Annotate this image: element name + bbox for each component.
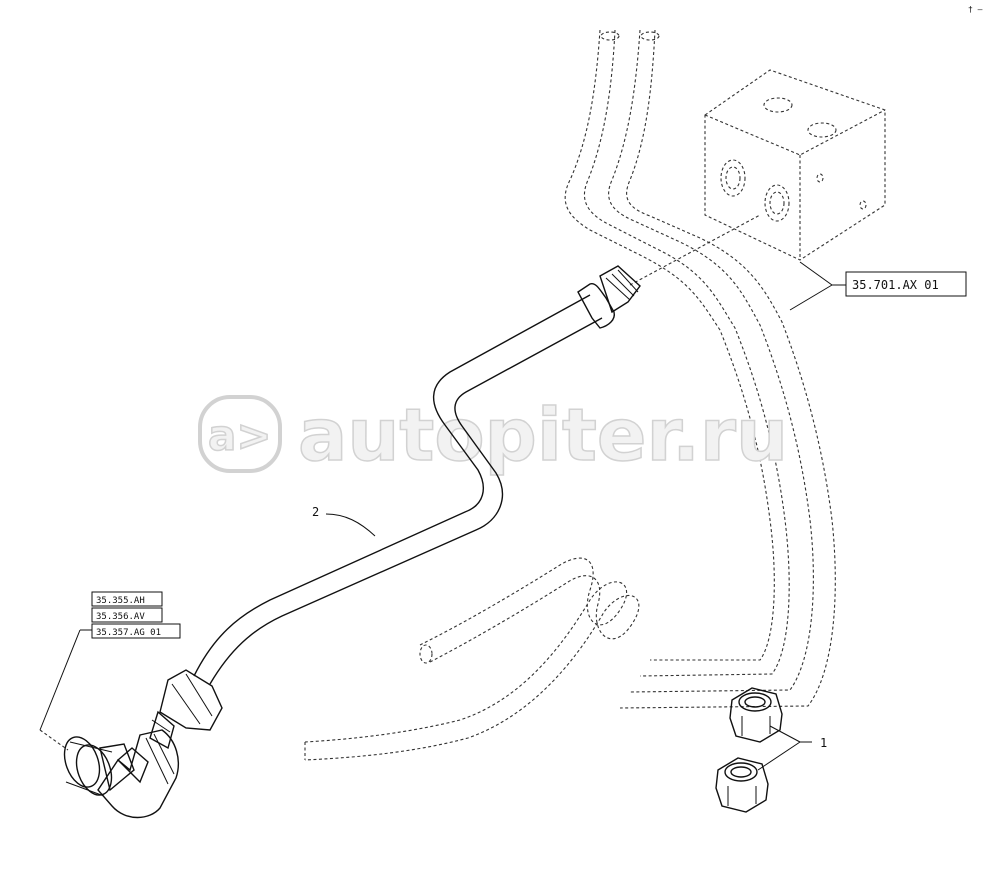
callout-item-2: 2 (312, 505, 376, 537)
item-1-label: 1 (820, 736, 827, 750)
rigid-tube (149, 265, 641, 750)
background-hoses (304, 29, 836, 761)
callout-item-1: 1 (757, 725, 827, 771)
elbow-fitting (63, 729, 180, 819)
callout-valve-ref: 35.701.AX 01 (789, 261, 967, 311)
watermark-logo: a> (208, 411, 272, 460)
callout-group-ref-3: 35.357.AG 01 (96, 628, 161, 638)
callout-group-ref-1: 35.355.AH (96, 596, 145, 606)
watermark: a> autopiter.ru (198, 392, 789, 478)
nuts (715, 687, 783, 813)
callout-valve-ref-text: 35.701.AX 01 (852, 278, 939, 292)
item-2-label: 2 (312, 505, 319, 519)
valve-block (704, 69, 886, 261)
callout-group-refs: 35.355.AH 35.356.AV 35.357.AG 01 (39, 591, 181, 751)
watermark-text: autopiter.ru (298, 393, 788, 477)
callout-group-ref-2: 35.356.AV (96, 612, 145, 622)
corner-mark: † — (968, 5, 983, 14)
